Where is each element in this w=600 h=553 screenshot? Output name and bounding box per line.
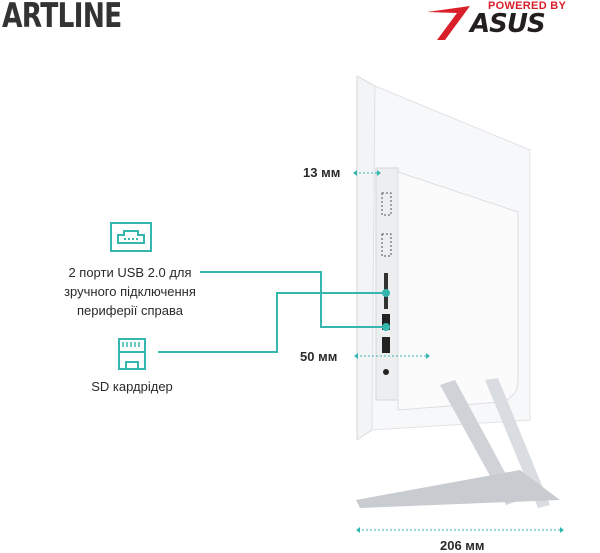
usb-callout-dot (382, 323, 390, 331)
sd-feature-label: SD кардрідер (70, 377, 194, 396)
top-thickness-label: 13 мм (303, 165, 341, 180)
usb-feature-label: 2 порти USB 2.0 для зручного підключення… (55, 263, 205, 320)
usb-label-line: 2 порти USB 2.0 для (68, 265, 192, 280)
sd-callout-line-end (276, 292, 386, 294)
sd-callout-dot (382, 289, 390, 297)
usb-callout-line (200, 271, 322, 273)
sd-callout-line-vertical (276, 292, 278, 353)
top-thickness-arrow (353, 170, 381, 176)
stand-depth-label: 206 мм (440, 538, 485, 553)
stand-depth-arrow (356, 527, 564, 533)
asus-powered-by-text: POWERED BY (488, 0, 567, 12)
usb-callout-line-end (320, 326, 386, 328)
sd-card-icon (118, 338, 146, 370)
body-thickness-arrow (354, 353, 430, 359)
asus-stripes-logo (427, 6, 470, 40)
usb-label-line: периферії справа (76, 303, 184, 318)
asus-logo: ASUS (470, 9, 546, 39)
usb-label-line: зручного підключення (64, 284, 196, 299)
sd-callout-line (158, 351, 278, 353)
usb-callout-line-vertical (320, 271, 322, 328)
artline-logo: ARTLINE (2, 0, 122, 36)
usb-port-icon (110, 222, 152, 252)
body-thickness-label: 50 мм (300, 349, 338, 364)
sd-label-line: SD кардрідер (91, 379, 173, 394)
